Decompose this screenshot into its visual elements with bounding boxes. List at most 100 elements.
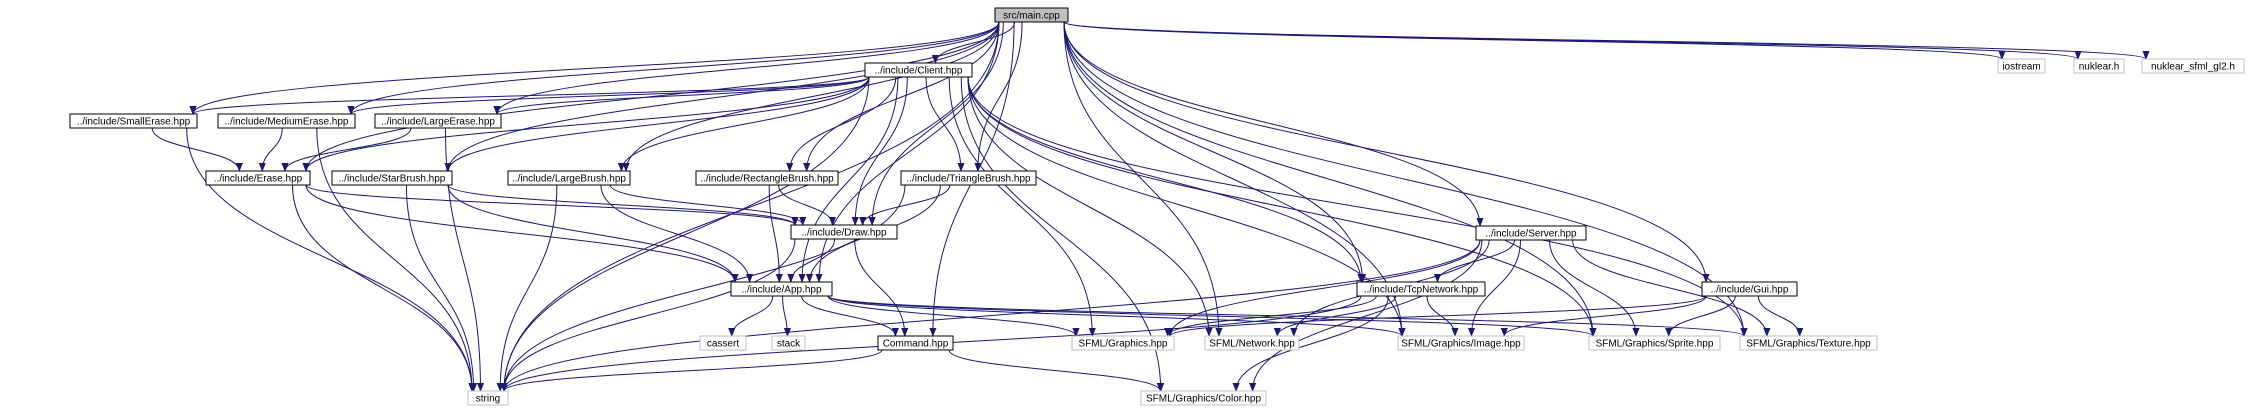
node-tribrush[interactable]: ../include/TriangleBrush.hpp <box>900 170 1037 186</box>
node-sfml_sprite-box <box>1588 335 1721 351</box>
edge-main-to-sfml_sprite <box>1063 21 1597 337</box>
edge-tcpnet-to-sfml_graphics <box>1164 295 1377 337</box>
edge-erase-to-string <box>292 184 476 392</box>
node-sfml_color-box <box>1140 390 1267 406</box>
node-string-box <box>467 390 509 406</box>
edge-app-to-sfml_graphics <box>827 295 1080 337</box>
node-smallerase[interactable]: ../include/SmallErase.hpp <box>69 113 198 129</box>
node-largeerase-box <box>374 113 502 129</box>
node-rectbrush[interactable]: ../include/RectangleBrush.hpp <box>695 170 839 186</box>
edge-largebrush-to-app <box>600 184 754 283</box>
node-app[interactable]: ../include/App.hpp <box>730 281 833 297</box>
node-draw-box <box>790 224 898 240</box>
nodes-layer: src/main.cpp ../include/Client.hpp iostrea… <box>69 7 2245 406</box>
node-mediumerase[interactable]: ../include/MediumErase.hpp <box>217 113 356 129</box>
edge-main-to-starbrush <box>444 21 1000 172</box>
node-server[interactable]: ../include/Server.hpp <box>1475 225 1587 241</box>
node-starbrush[interactable]: ../include/StarBrush.hpp <box>331 170 453 186</box>
edge-server-to-tcpnet <box>1433 239 1515 283</box>
node-client[interactable]: ../include/Client.hpp <box>864 62 973 78</box>
edge-starbrush-to-string <box>405 184 478 392</box>
edge-server-to-sfml_sprite <box>1549 239 1640 337</box>
edge-mediumerase-to-erase <box>258 127 283 172</box>
node-main-label: src/main.cpp <box>1003 11 1060 22</box>
node-cassert-box <box>699 335 747 351</box>
edges-layer <box>151 21 2150 392</box>
node-string: string <box>467 390 509 406</box>
edge-starbrush-to-app <box>447 184 739 283</box>
edge-server-to-sfml_graphics <box>1166 239 1481 337</box>
node-starbrush-label: ../include/StarBrush.hpp <box>339 174 446 185</box>
node-sfml_graphics-box <box>1071 335 1175 351</box>
edge-main-to-mediumerase <box>347 21 1000 115</box>
node-tribrush-label: ../include/TriangleBrush.hpp <box>906 174 1031 185</box>
edge-main-to-smallerase <box>189 21 1000 115</box>
edge-gui-to-sfml_texture <box>1757 295 1804 337</box>
node-stack-label: stack <box>777 339 801 350</box>
edge-erase-to-app <box>305 184 739 283</box>
node-largeerase[interactable]: ../include/LargeErase.hpp <box>374 113 502 129</box>
edge-client-to-sfml_image <box>967 76 1406 337</box>
edge-rectbrush-to-draw <box>778 184 837 226</box>
node-gui-box <box>1701 281 1798 297</box>
edge-tribrush-to-draw <box>859 184 951 226</box>
edge-client-to-largebrush <box>617 76 870 172</box>
edge-main-to-tcpnet <box>1063 21 1367 283</box>
edge-app-to-cassert <box>728 295 774 337</box>
edge-client-to-sfml_color <box>960 76 1165 392</box>
edge-app-to-sfml_texture <box>827 295 1748 337</box>
edge-tcpnet-to-sfml_network <box>1273 295 1397 337</box>
node-sfml_sprite: SFML/Graphics/Sprite.hpp <box>1588 335 1721 351</box>
edge-starbrush-to-draw <box>447 184 799 226</box>
edge-main-to-nuklear <box>1063 21 2082 60</box>
node-sfml_network: SFML/Network.hpp <box>1204 335 1300 351</box>
node-app-box <box>730 281 833 297</box>
node-client-label: ../include/Client.hpp <box>875 66 963 77</box>
node-iostream: iostream <box>1997 58 2046 74</box>
node-app-label: ../include/App.hpp <box>741 285 821 296</box>
edge-client-to-tribrush <box>925 76 965 172</box>
node-server-box <box>1475 225 1587 241</box>
edge-erase-to-draw <box>305 184 799 226</box>
edge-main-to-nuklear_sfml <box>1063 21 2150 60</box>
edge-client-to-mediumerase <box>347 76 870 115</box>
edge-client-to-smallerase <box>189 76 870 115</box>
node-cassert-label: cassert <box>707 339 739 350</box>
edge-server-to-sfml_image <box>1467 239 1521 337</box>
node-mediumerase-label: ../include/MediumErase.hpp <box>225 117 349 128</box>
node-main[interactable]: src/main.cpp <box>994 7 1069 23</box>
node-main-box <box>994 7 1069 23</box>
node-draw[interactable]: ../include/Draw.hpp <box>790 224 898 240</box>
node-stack: stack <box>771 335 806 351</box>
edge-tcpnet-to-sfml_color <box>1232 295 1389 392</box>
node-sfml_color-label: SFML/Graphics/Color.hpp <box>1146 394 1261 405</box>
edge-client-to-sfml_graphics <box>948 76 1096 337</box>
node-erase[interactable]: ../include/Erase.hpp <box>205 170 311 186</box>
node-tribrush-box <box>900 170 1037 186</box>
edge-draw-to-app <box>787 238 836 283</box>
node-largebrush[interactable]: ../include/LargeBrush.hpp <box>507 170 631 186</box>
edge-largeerase-to-erase <box>281 127 412 172</box>
node-smallerase-label: ../include/SmallErase.hpp <box>77 117 191 128</box>
node-sfml_texture: SFML/Graphics/Texture.hpp <box>1739 335 1878 351</box>
node-nuklear-label: nuklear.h <box>2079 62 2120 73</box>
edge-main-to-largebrush <box>622 21 1000 172</box>
edge-largebrush-to-string <box>496 184 558 392</box>
node-tcpnet[interactable]: ../include/TcpNetwork.hpp <box>1356 281 1486 297</box>
node-nuklear_sfml-box <box>2141 58 2245 74</box>
edge-app-to-command <box>801 295 899 337</box>
node-sfml_image-label: SFML/Graphics/Image.hpp <box>1401 339 1521 350</box>
node-rectbrush-label: ../include/RectangleBrush.hpp <box>700 174 834 185</box>
node-command[interactable]: Command.hpp <box>877 335 954 351</box>
edge-app-to-sfml_image <box>827 295 1406 337</box>
node-gui[interactable]: ../include/Gui.hpp <box>1701 281 1798 297</box>
edge-main-to-largeerase <box>493 21 1000 115</box>
node-cassert: cassert <box>699 335 747 351</box>
edge-client-to-sfml_network <box>967 76 1213 337</box>
edge-main-to-iostream <box>1063 21 2006 60</box>
edge-command-to-sfml_color <box>948 349 1164 392</box>
node-erase-label: ../include/Erase.hpp <box>214 174 303 185</box>
edge-largebrush-to-draw <box>609 184 807 226</box>
node-client-box <box>864 62 973 78</box>
edge-main-to-server <box>1063 21 1484 227</box>
